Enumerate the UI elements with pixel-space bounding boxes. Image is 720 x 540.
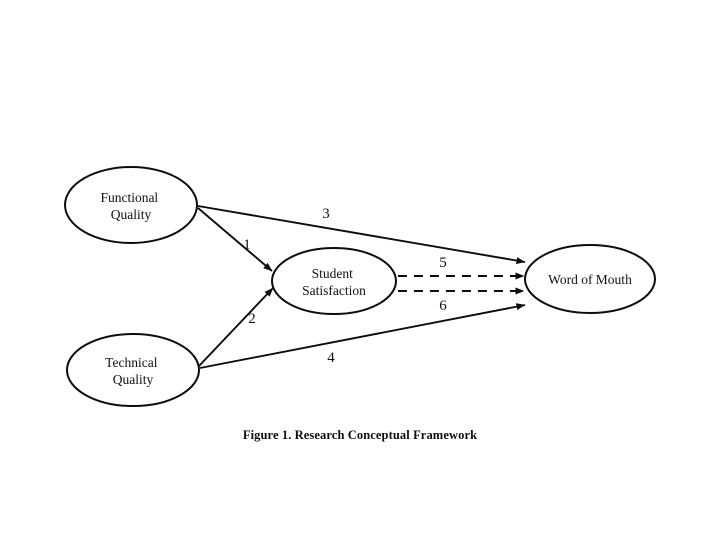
node-label-line-2: Quality (111, 207, 152, 222)
node-labels-layer: Functional Quality Student Satisfaction … (100, 190, 632, 387)
node-word-of-mouth (524, 244, 656, 314)
nodes-layer (64, 166, 656, 407)
path-labels-layer: 1 2 3 4 5 6 (243, 206, 447, 366)
link-functional-to-satisfaction (197, 207, 273, 272)
link-functional-to-word-of-mouth (197, 205, 526, 264)
node-label-technical-quality: Technical Quality (105, 355, 161, 387)
figure-caption: Figure 1. Research Conceptual Framework (242, 428, 478, 442)
node-functional-quality (64, 166, 198, 244)
path-label-4: 4 (327, 350, 335, 366)
path-label-1: 1 (243, 237, 251, 253)
path-label-6: 6 (439, 298, 447, 314)
node-label-word-of-mouth: Word of Mouth (548, 272, 632, 287)
node-label-line-1: Student (312, 266, 354, 281)
node-label-functional-quality: Functional Quality (100, 190, 161, 222)
node-label-line-1: Technical (105, 355, 158, 370)
path-label-5: 5 (439, 255, 447, 271)
node-label-line-1: Word of Mouth (548, 272, 632, 287)
path-label-3: 3 (322, 206, 330, 222)
node-label-line-1: Functional (100, 190, 158, 205)
links-layer (197, 205, 526, 369)
node-student-satisfaction (271, 247, 397, 315)
node-label-line-2: Satisfaction (302, 283, 366, 298)
node-label-student-satisfaction: Student Satisfaction (302, 266, 366, 298)
node-label-line-2: Quality (113, 372, 154, 387)
path-label-2: 2 (248, 311, 256, 327)
link-technical-to-word-of-mouth (199, 303, 526, 369)
link-technical-to-satisfaction (198, 287, 274, 367)
node-technical-quality (66, 333, 200, 407)
